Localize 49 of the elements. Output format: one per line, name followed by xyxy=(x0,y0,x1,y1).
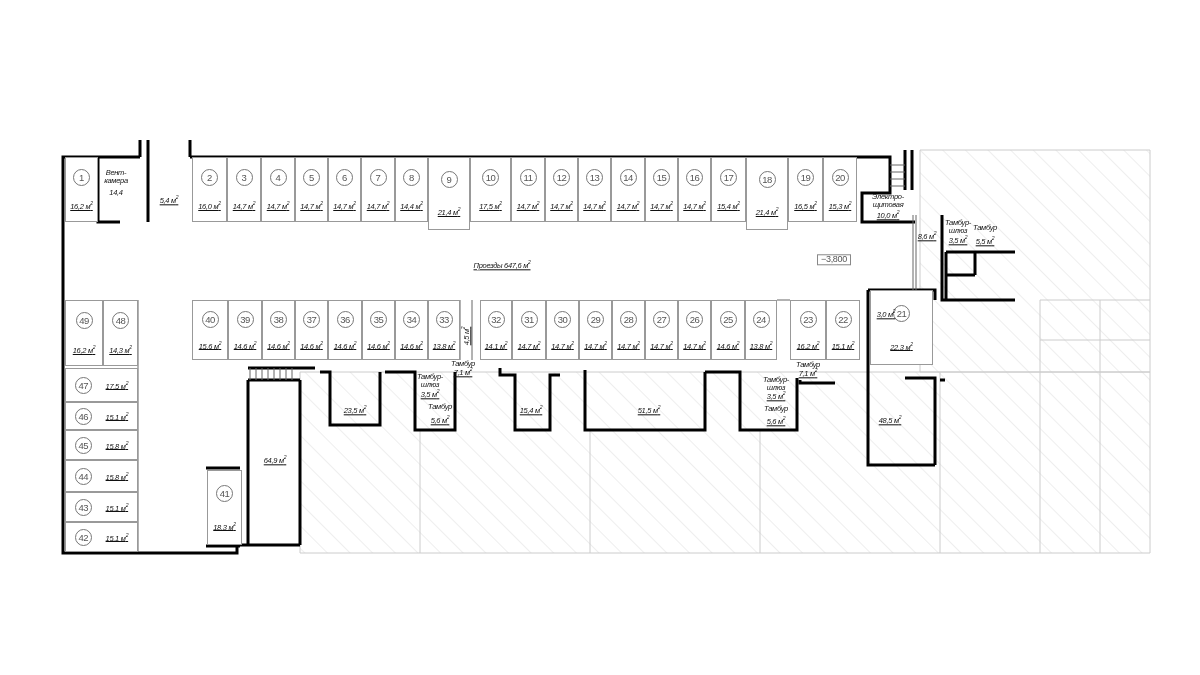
parking-space xyxy=(645,157,678,222)
parking-space xyxy=(65,300,103,366)
parking-space xyxy=(227,157,261,222)
parking-space xyxy=(545,157,578,222)
parking-space xyxy=(511,157,545,222)
parking-space xyxy=(65,460,138,492)
parking-space xyxy=(428,300,460,360)
parking-space xyxy=(870,290,933,365)
parking-space xyxy=(65,402,138,430)
parking-space xyxy=(228,300,262,360)
parking-space xyxy=(295,157,328,222)
parking-space xyxy=(612,300,645,360)
parking-space xyxy=(65,492,138,522)
parking-space xyxy=(480,300,512,360)
parking-space xyxy=(645,300,678,360)
parking-space xyxy=(788,157,823,222)
parking-space xyxy=(826,300,860,360)
parking-space xyxy=(611,157,645,222)
parking-space xyxy=(711,300,745,360)
parking-space xyxy=(207,470,242,545)
parking-space xyxy=(262,300,295,360)
parking-space xyxy=(361,157,395,222)
parking-space xyxy=(328,300,362,360)
parking-space xyxy=(678,157,711,222)
parking-space xyxy=(65,522,138,552)
parking-space xyxy=(470,157,511,222)
parking-space xyxy=(823,157,857,222)
parking-space xyxy=(192,300,228,360)
parking-space xyxy=(395,157,428,222)
parking-space xyxy=(295,300,328,360)
parking-space xyxy=(711,157,746,222)
parking-space xyxy=(678,300,711,360)
parking-space xyxy=(790,300,826,360)
parking-space xyxy=(362,300,395,360)
parking-space xyxy=(192,157,227,222)
parking-space xyxy=(428,157,470,230)
parking-space xyxy=(65,157,98,222)
parking-space xyxy=(328,157,361,222)
parking-space xyxy=(512,300,546,360)
parking-space xyxy=(395,300,428,360)
parking-space xyxy=(746,157,788,230)
parking-space xyxy=(546,300,579,360)
parking-space xyxy=(579,300,612,360)
parking-space xyxy=(261,157,295,222)
parking-space xyxy=(745,300,777,360)
parking-space xyxy=(65,368,138,402)
parking-space xyxy=(65,430,138,460)
parking-space xyxy=(578,157,611,222)
parking-space xyxy=(103,300,138,366)
